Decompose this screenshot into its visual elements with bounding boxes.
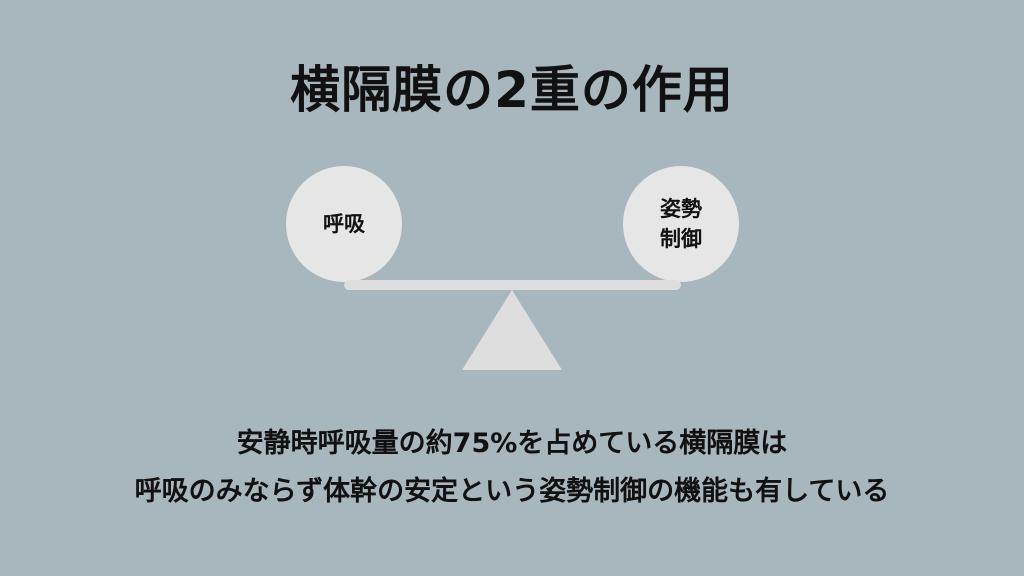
posture-label-line1: 姿勢 xyxy=(660,196,702,221)
diagram-title: 横隔膜の2重の作用 xyxy=(290,61,734,119)
respiration-weight: 呼吸 xyxy=(286,166,402,282)
balance-beam xyxy=(344,280,681,290)
caption-line-1: 安静時呼吸量の約75%を占めている横隔膜は xyxy=(236,428,788,459)
respiration-label: 呼吸 xyxy=(323,211,365,236)
fulcrum-triangle xyxy=(462,290,562,370)
caption-line-2: 呼吸のみならず体幹の安定という姿勢制御の機能も有している xyxy=(134,476,890,507)
posture-label-line2: 制御 xyxy=(660,227,702,251)
posture-control-weight: 姿勢 制御 xyxy=(623,166,739,282)
balance-fulcrum xyxy=(462,290,562,370)
